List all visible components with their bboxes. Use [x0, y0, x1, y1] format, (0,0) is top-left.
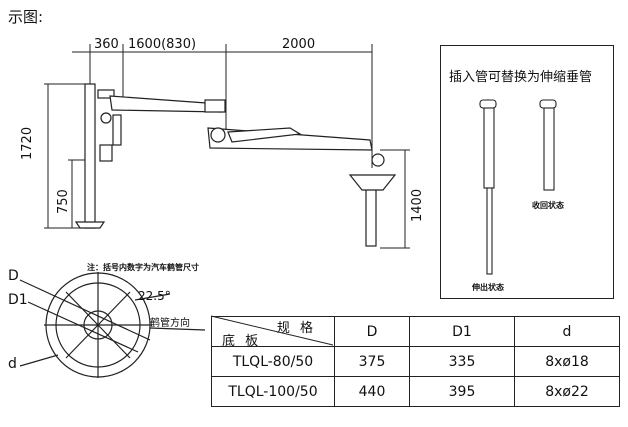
column-header: d — [514, 316, 620, 347]
dim-1600: 1600(830) — [128, 37, 197, 52]
header-base: 底 板 — [222, 334, 262, 349]
note: 注：括号内数字为汽车鹤管尺寸 — [87, 263, 199, 272]
dim-360: 360 — [94, 37, 119, 52]
inset-pipe-outer-2 — [543, 107, 555, 191]
flange-drawing — [19, 272, 206, 378]
table-cell: 8xø22 — [514, 376, 620, 407]
table-cell: 335 — [409, 346, 515, 377]
leader-d — [19, 354, 59, 367]
inset-panel: 插入管可替换为伸缩垂管 — [440, 45, 614, 299]
arm-elbow — [204, 99, 226, 113]
swivel-joint-lower — [99, 144, 113, 162]
direction-label: 鹤管方向 — [150, 318, 190, 329]
label-d: d — [8, 356, 17, 372]
leader-D — [19, 279, 151, 341]
table-cell: 375 — [334, 346, 410, 377]
arm-joint — [210, 127, 226, 143]
header-corner-cell: 规 格 底 板 — [211, 316, 335, 349]
dim-1400: 1400 — [410, 188, 425, 222]
table-row: TLQL-100/50 440 395 8xø22 — [211, 376, 620, 407]
angle-label: 22.5° — [138, 289, 171, 303]
model-cell: TLQL-80/50 — [211, 346, 335, 377]
drop-pipe — [365, 181, 377, 247]
angle-line — [134, 293, 171, 301]
spec-table: 规 格 底 板 D D1 d TLQL-80/50 375 335 8xø18 … — [211, 316, 620, 407]
table-row: TLQL-80/50 375 335 8xø18 — [211, 346, 620, 377]
balance-valve — [100, 112, 112, 124]
swivel-joint-top — [97, 89, 115, 99]
inner-riser — [112, 114, 122, 146]
column-header: D — [334, 316, 410, 347]
dim-750: 750 — [56, 189, 71, 214]
table-cell: 440 — [334, 376, 410, 407]
direction-arrow — [149, 327, 206, 331]
column-header: D1 — [409, 316, 515, 347]
drop-swivel — [371, 153, 385, 167]
model-cell: TLQL-100/50 — [211, 376, 335, 407]
dim-1720: 1720 — [20, 126, 35, 160]
balance-cylinder — [227, 127, 302, 143]
caption: 示图: — [8, 8, 44, 26]
table-cell: 395 — [409, 376, 515, 407]
table-cell: 8xø18 — [514, 346, 620, 377]
label-D1: D1 — [8, 292, 28, 308]
table-header-row: 规 格 底 板 D D1 d — [211, 316, 620, 349]
extended-label: 伸出状态 — [472, 283, 504, 292]
label-D: D — [8, 268, 19, 284]
vertical-column — [84, 83, 96, 229]
inset-pipe-inner-1 — [486, 187, 493, 275]
inset-title: 插入管可替换为伸缩垂管 — [449, 70, 593, 85]
leader-D1 — [27, 301, 139, 353]
cone-cover — [348, 174, 397, 191]
header-spec: 规 格 — [276, 321, 316, 336]
retracted-label: 收回状态 — [532, 201, 564, 210]
dim-2000: 2000 — [282, 37, 316, 52]
column-base — [74, 221, 106, 229]
